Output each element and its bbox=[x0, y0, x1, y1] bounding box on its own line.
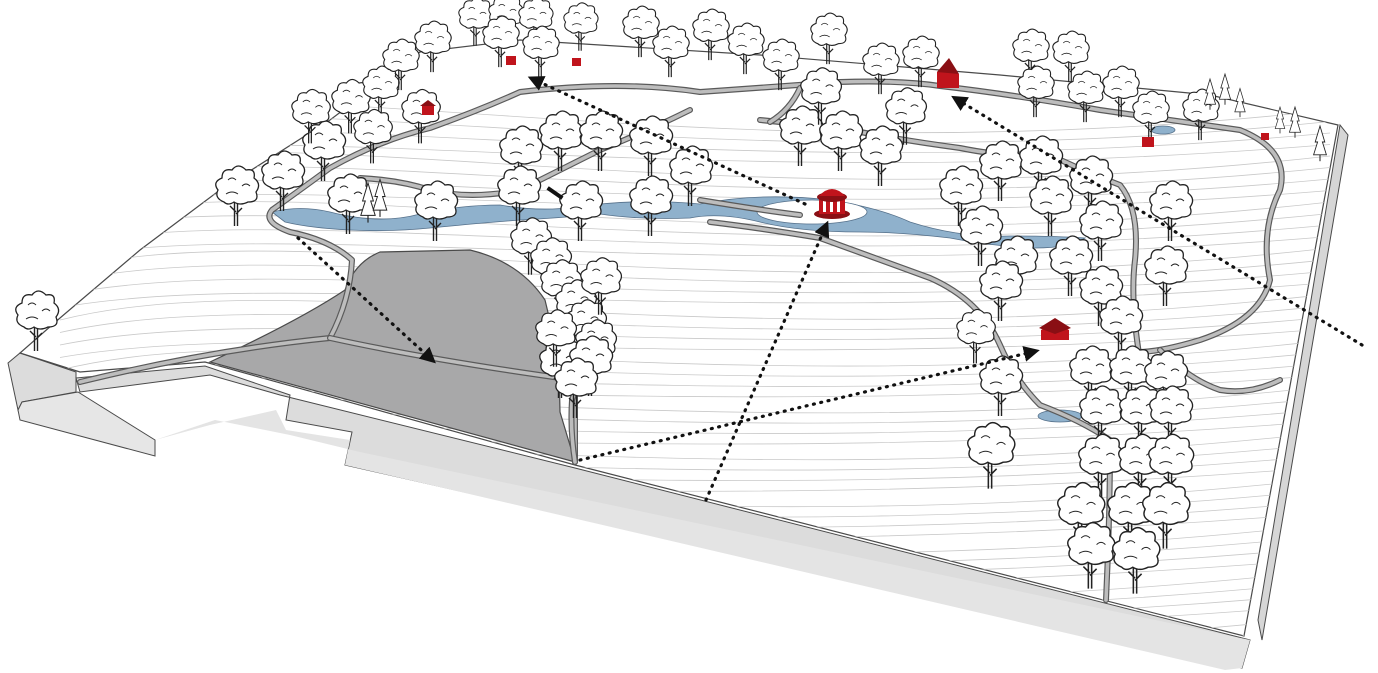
tree bbox=[1052, 30, 1090, 83]
tree bbox=[885, 87, 928, 145]
tree bbox=[692, 8, 730, 61]
tree bbox=[563, 2, 599, 51]
garden-path bbox=[78, 79, 1284, 384]
tree bbox=[1079, 200, 1124, 261]
tree bbox=[979, 355, 1024, 416]
sightlines bbox=[296, 76, 1364, 502]
seat-bench bbox=[546, 186, 564, 200]
sightline-north bbox=[527, 76, 807, 206]
tree bbox=[1057, 481, 1106, 549]
tree bbox=[979, 140, 1024, 201]
tree bbox=[800, 67, 843, 125]
tree-groves bbox=[15, 0, 1327, 594]
pavilion-grove bbox=[1039, 318, 1071, 340]
tree bbox=[302, 120, 347, 181]
tree bbox=[1144, 245, 1189, 306]
tree bbox=[580, 257, 623, 315]
tree bbox=[1029, 175, 1074, 236]
garden-path bbox=[698, 198, 802, 217]
tree bbox=[979, 260, 1024, 321]
garden-structures bbox=[420, 56, 1269, 340]
small-house-northeast bbox=[1142, 137, 1154, 147]
tree bbox=[629, 175, 674, 236]
tree bbox=[261, 150, 306, 211]
tree bbox=[1102, 65, 1140, 118]
site-base-walls bbox=[7, 123, 1349, 670]
tree bbox=[622, 5, 660, 58]
tree bbox=[353, 108, 393, 164]
garden-path bbox=[768, 86, 802, 124]
tree bbox=[1142, 481, 1191, 549]
tree bbox=[559, 180, 604, 241]
conifer-tree bbox=[1274, 105, 1286, 134]
tree bbox=[967, 421, 1016, 489]
conifer-tree bbox=[1288, 105, 1302, 138]
sightline-center bbox=[704, 220, 830, 502]
tree bbox=[1078, 433, 1125, 498]
conifer-tree bbox=[1234, 87, 1246, 118]
tree bbox=[1132, 90, 1170, 143]
tree bbox=[362, 65, 400, 118]
contour-line bbox=[59, 282, 1331, 308]
tree bbox=[1079, 385, 1124, 446]
tree bbox=[291, 88, 331, 144]
tree bbox=[1112, 526, 1161, 594]
tree bbox=[1017, 65, 1055, 118]
tree bbox=[401, 88, 441, 144]
sightline-east bbox=[578, 346, 1040, 462]
small-house-north-2 bbox=[572, 58, 581, 66]
tree bbox=[1079, 265, 1124, 326]
tree bbox=[1067, 521, 1116, 589]
tree bbox=[497, 165, 542, 226]
tree bbox=[762, 38, 800, 91]
tree bbox=[727, 22, 765, 75]
conifer-tree bbox=[1218, 72, 1232, 105]
sightline-west bbox=[296, 236, 436, 364]
tree bbox=[554, 357, 599, 418]
rotunda-temple bbox=[814, 189, 850, 219]
tree bbox=[862, 42, 900, 95]
tree bbox=[652, 25, 690, 78]
conifer-tree bbox=[372, 177, 388, 217]
tree bbox=[810, 12, 848, 65]
tree bbox=[215, 165, 260, 226]
tree bbox=[1099, 295, 1144, 356]
garden-path bbox=[328, 336, 577, 464]
conifer-tree bbox=[1203, 77, 1217, 110]
tree bbox=[15, 290, 60, 351]
tree bbox=[522, 25, 560, 78]
tree bbox=[779, 105, 824, 166]
tree bbox=[539, 110, 584, 171]
tree bbox=[939, 165, 984, 226]
tree bbox=[535, 309, 578, 367]
gazebo-west bbox=[420, 100, 436, 115]
conifer-tree bbox=[360, 181, 376, 223]
tree bbox=[414, 20, 452, 73]
contour-line bbox=[59, 293, 1331, 321]
tree bbox=[1049, 235, 1094, 296]
tree bbox=[1149, 385, 1194, 446]
tree bbox=[458, 0, 494, 46]
tree bbox=[414, 180, 459, 241]
tree bbox=[1069, 155, 1114, 216]
tree bbox=[956, 308, 996, 364]
tree bbox=[382, 38, 420, 91]
tree bbox=[902, 35, 940, 88]
tree bbox=[327, 173, 372, 234]
summer-house-south bbox=[1261, 133, 1269, 140]
tree bbox=[482, 15, 520, 68]
small-house-north bbox=[506, 56, 516, 65]
tree bbox=[859, 125, 904, 186]
tree bbox=[579, 110, 624, 171]
tree bbox=[959, 205, 1004, 266]
conifer-tree bbox=[1313, 124, 1327, 162]
cottage-east bbox=[937, 58, 959, 88]
tree bbox=[819, 110, 864, 171]
tree bbox=[1067, 70, 1105, 123]
